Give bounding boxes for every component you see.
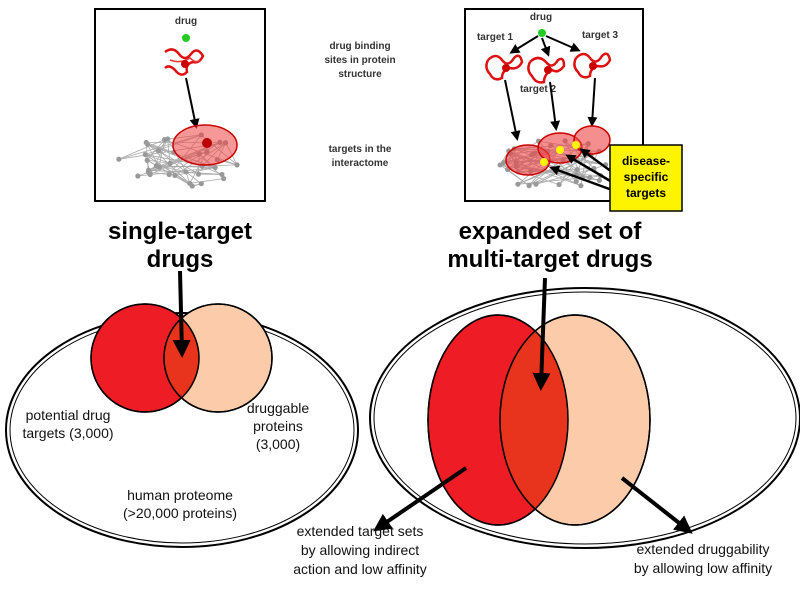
druggable-label-2: proteins xyxy=(253,418,303,434)
multi-target-heading-1: expanded set of xyxy=(459,218,643,245)
potential-targets-label-1: potential drug xyxy=(26,407,111,423)
binding-label-1: drug binding xyxy=(329,41,390,52)
multi-target-venn: extended target sets by allowing indirec… xyxy=(293,278,800,577)
extended-targets-label-3: action and low affinity xyxy=(293,561,427,577)
network-node xyxy=(213,165,218,170)
target-3-label: target 3 xyxy=(582,30,619,41)
network-node xyxy=(587,175,592,180)
network-node xyxy=(219,172,224,177)
network-node xyxy=(144,140,149,145)
drug-dot xyxy=(182,34,190,42)
disease-node-3 xyxy=(572,141,580,149)
drug-label-right: drug xyxy=(530,12,552,23)
network-node xyxy=(156,148,161,153)
multi-target-heading-2: multi-target drugs xyxy=(447,246,652,273)
network-node xyxy=(556,182,561,187)
extended-druggability-label-2: by allowing low affinity xyxy=(634,560,772,576)
network-node xyxy=(135,173,140,178)
mid-labels: drug binding sites in protein structure … xyxy=(324,41,395,169)
multi-target-panel: drug target 1 target 3 target 2 xyxy=(465,9,682,211)
disease-node-2 xyxy=(556,146,564,154)
callout-line-2: specific xyxy=(624,170,669,184)
network-node xyxy=(196,172,201,177)
network-node xyxy=(167,172,172,177)
arrow-single-to-venn xyxy=(180,271,182,352)
druggable-label-1: druggable xyxy=(247,400,309,416)
potential-targets-label-2: targets (3,000) xyxy=(22,425,113,441)
network-node xyxy=(143,152,148,157)
network-node xyxy=(526,183,531,188)
drug-label: drug xyxy=(175,16,197,27)
network-node xyxy=(575,167,580,172)
network-node xyxy=(167,161,172,166)
network-node xyxy=(199,181,204,186)
callout-line-1: disease- xyxy=(622,154,670,168)
network-node xyxy=(497,162,502,167)
single-target-venn: potential drug targets (3,000) druggable… xyxy=(6,271,358,547)
callout-line-3: targets xyxy=(626,186,666,200)
network-node xyxy=(183,169,188,174)
extended-targets-label-1: extended target sets xyxy=(297,523,424,539)
network-node xyxy=(162,137,167,142)
network-node xyxy=(234,162,239,167)
interactome-label-2: interactome xyxy=(332,158,389,169)
single-target-panel: drug xyxy=(95,9,265,201)
single-target-heading-2: drugs xyxy=(147,246,214,273)
network-node xyxy=(578,183,583,188)
network-node xyxy=(154,163,159,168)
network-node xyxy=(116,157,121,162)
network-node xyxy=(172,173,177,178)
disease-node-1 xyxy=(540,158,548,166)
binding-label-2: sites in protein xyxy=(324,55,395,66)
druggable-label-3: (3,000) xyxy=(256,436,300,452)
extended-druggability-label-1: extended druggability xyxy=(636,541,769,557)
network-node xyxy=(574,179,579,184)
target-site-3 xyxy=(574,126,610,154)
proteome-label-1: human proteome xyxy=(127,487,233,503)
network-node xyxy=(597,178,602,183)
extended-targets-label-2: by allowing indirect xyxy=(301,542,419,558)
binding-label-3: structure xyxy=(338,69,382,80)
drug-dot-right xyxy=(538,29,546,37)
proteome-label-2: (>20,000 proteins) xyxy=(123,505,237,521)
target-core xyxy=(202,138,212,148)
network-node xyxy=(146,168,151,173)
network-node xyxy=(145,158,150,163)
single-target-heading-1: single-target xyxy=(108,218,252,245)
target-1-label: target 1 xyxy=(477,32,514,43)
network-node xyxy=(190,183,195,188)
network-node xyxy=(515,182,520,187)
network-node xyxy=(533,182,538,187)
interactome-label-1: targets in the xyxy=(329,144,392,155)
